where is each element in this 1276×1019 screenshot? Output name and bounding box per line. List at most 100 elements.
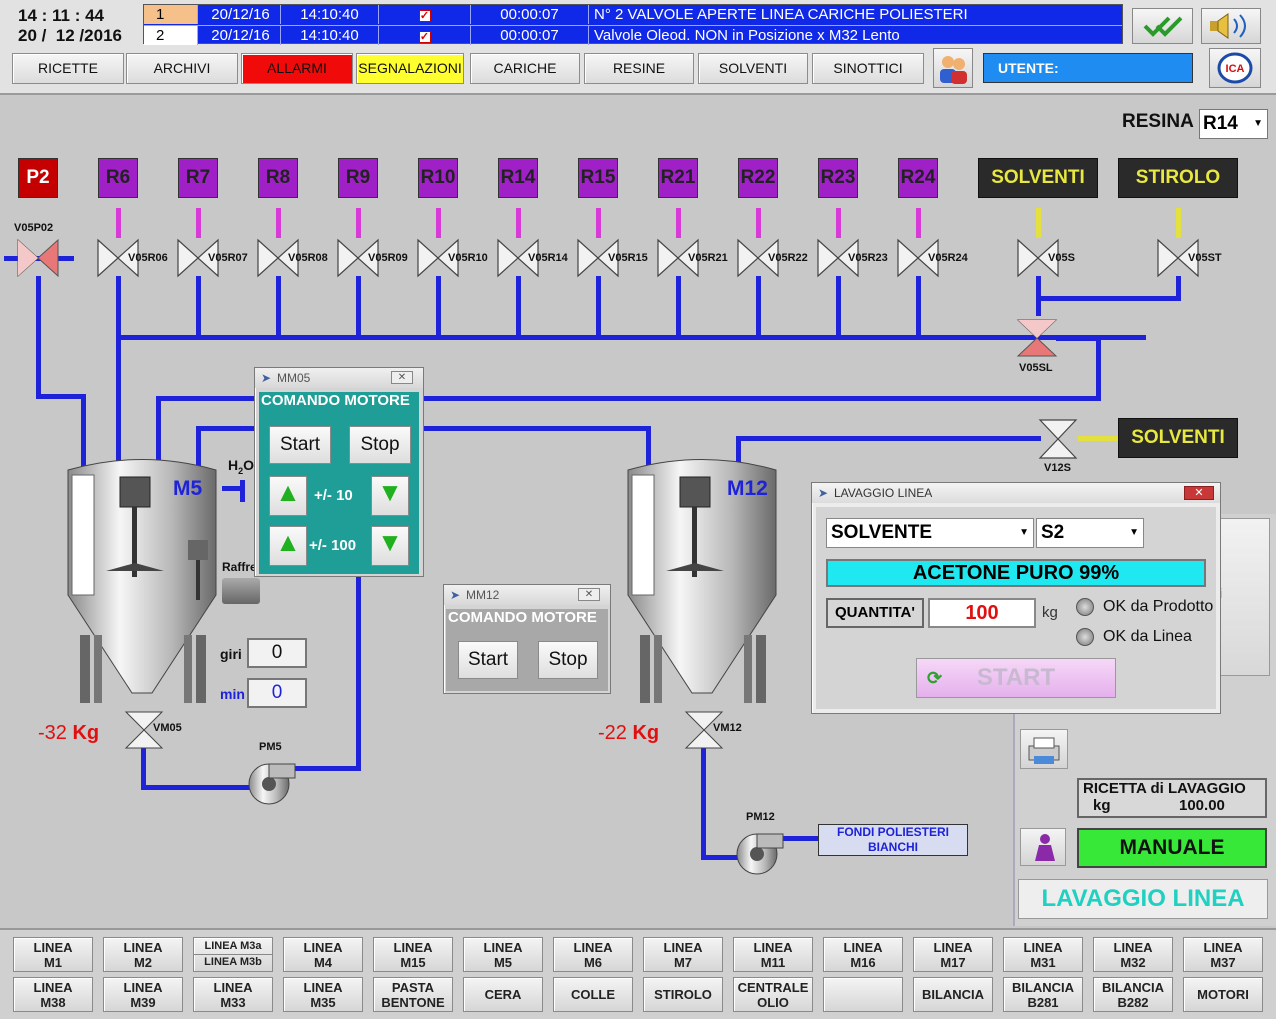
tank-r7[interactable]: R7 xyxy=(178,158,218,198)
line-button[interactable]: CERA xyxy=(463,977,543,1012)
nav-ricette-button[interactable]: RICETTE xyxy=(12,53,124,84)
operator-button[interactable] xyxy=(1020,828,1066,866)
checkbox-icon[interactable]: ✓ xyxy=(418,31,431,43)
alarm-list[interactable]: 1 20/12/16 14:10:40 ✓ 00:00:07 N° 2 VALV… xyxy=(143,4,1123,45)
close-icon[interactable]: ✕ xyxy=(391,371,413,384)
stop-button[interactable]: Stop xyxy=(538,641,598,679)
tank-r23[interactable]: R23 xyxy=(818,158,858,198)
mixer-m12[interactable] xyxy=(620,455,820,710)
nav-solventi-button[interactable]: SOLVENTI xyxy=(698,53,808,84)
tank-r6[interactable]: R6 xyxy=(98,158,138,198)
valve-v05s[interactable] xyxy=(1017,238,1059,278)
acknowledge-button[interactable] xyxy=(1132,8,1193,44)
solvente-select[interactable]: SOLVENTE▼ xyxy=(826,518,1034,548)
quantita-input[interactable]: 100 xyxy=(928,598,1036,628)
tank-r8[interactable]: R8 xyxy=(258,158,298,198)
nav-archivi-button[interactable]: ARCHIVI xyxy=(126,53,238,84)
pump-pm12[interactable] xyxy=(733,826,785,878)
valve-v05r07[interactable] xyxy=(177,238,219,278)
users-button[interactable] xyxy=(933,48,973,88)
silence-button[interactable] xyxy=(1201,8,1261,44)
valve-v05r22[interactable] xyxy=(737,238,779,278)
valve-v05sl[interactable] xyxy=(1016,319,1058,357)
line-button[interactable] xyxy=(823,977,903,1012)
start-button[interactable]: Start xyxy=(269,426,331,464)
alarm-ack-cell[interactable]: ✓ xyxy=(379,5,471,24)
tank-r24[interactable]: R24 xyxy=(898,158,938,198)
valve-v05r23[interactable] xyxy=(817,238,859,278)
valve-v05r21[interactable] xyxy=(657,238,699,278)
nav-resine-button[interactable]: RESINE xyxy=(584,53,694,84)
stop-button[interactable]: Stop xyxy=(349,426,411,464)
tank-r14[interactable]: R14 xyxy=(498,158,538,198)
line-button[interactable]: BILANCIA xyxy=(913,977,993,1012)
tank-r10[interactable]: R10 xyxy=(418,158,458,198)
close-icon[interactable]: ✕ xyxy=(578,588,600,601)
alarm-ack-cell[interactable]: ✓ xyxy=(379,26,471,45)
increase-100-button[interactable]: ▲ xyxy=(269,526,307,566)
tank-solventi[interactable]: SOLVENTI xyxy=(978,158,1098,198)
motor-command-window-mm05[interactable]: ➤MM05✕ COMANDO MOTORE Start Stop ▲ +/- 1… xyxy=(254,367,424,577)
solvente-code-select[interactable]: S2▼ xyxy=(1036,518,1144,548)
tank-stirolo[interactable]: STIROLO xyxy=(1118,158,1238,198)
valve-v05r24[interactable] xyxy=(897,238,939,278)
valve-vm12[interactable] xyxy=(682,710,726,750)
mixer-m5[interactable] xyxy=(60,455,260,710)
line-button[interactable]: MOTORI xyxy=(1183,977,1263,1012)
hidden-button[interactable]: i xyxy=(1214,518,1270,676)
valve-v05st[interactable] xyxy=(1157,238,1199,278)
nav-allarmi-button[interactable]: ALLARMI xyxy=(241,53,353,84)
increase-10-button[interactable]: ▲ xyxy=(269,476,307,516)
start-button[interactable]: Start xyxy=(458,641,518,679)
valve-v12s[interactable] xyxy=(1038,419,1078,459)
line-button[interactable]: STIROLO xyxy=(643,977,723,1012)
motor-command-window-mm12[interactable]: ➤MM12✕ COMANDO MOTORE Start Stop xyxy=(443,584,611,694)
decrease-100-button[interactable]: ▼ xyxy=(371,526,409,566)
resina-select[interactable]: R14▼ xyxy=(1199,109,1268,139)
valve-vm05[interactable] xyxy=(122,710,166,750)
nav-sinottici-button[interactable]: SINOTTICI xyxy=(812,53,924,84)
tank-r9[interactable]: R9 xyxy=(338,158,378,198)
pump-pm5[interactable] xyxy=(245,756,297,808)
line-button[interactable]: COLLE xyxy=(553,977,633,1012)
lavaggio-linea-window[interactable]: ➤LAVAGGIO LINEA✕ SOLVENTE▼ S2▼ ACETONE P… xyxy=(811,482,1221,714)
tank-r15[interactable]: R15 xyxy=(578,158,618,198)
valve-v05r15[interactable] xyxy=(577,238,619,278)
valve-v05r09[interactable] xyxy=(337,238,379,278)
tank-r21[interactable]: R21 xyxy=(658,158,698,198)
alarm-row[interactable]: 1 20/12/16 14:10:40 ✓ 00:00:07 N° 2 VALV… xyxy=(144,5,1122,24)
tank-r22[interactable]: R22 xyxy=(738,158,778,198)
lavaggio-linea-button[interactable]: LAVAGGIO LINEA xyxy=(1018,879,1268,919)
nav-cariche-button[interactable]: CARICHE xyxy=(470,53,580,84)
decrease-10-button[interactable]: ▼ xyxy=(371,476,409,516)
nav-segnalazioni-button[interactable]: SEGNALAZIONI xyxy=(356,53,464,84)
start-lavaggio-button[interactable]: ⟳START xyxy=(916,658,1116,698)
tank-solventi-line[interactable]: SOLVENTI xyxy=(1118,418,1238,458)
valve-v05r10[interactable] xyxy=(417,238,459,278)
valve-v05p02[interactable] xyxy=(17,238,59,278)
valve-v05r08[interactable] xyxy=(257,238,299,278)
checkbox-icon[interactable]: ✓ xyxy=(418,10,431,22)
valve-v05r14[interactable] xyxy=(497,238,539,278)
tank-p2[interactable]: P2 xyxy=(18,158,58,198)
close-icon[interactable]: ✕ xyxy=(1184,486,1214,500)
